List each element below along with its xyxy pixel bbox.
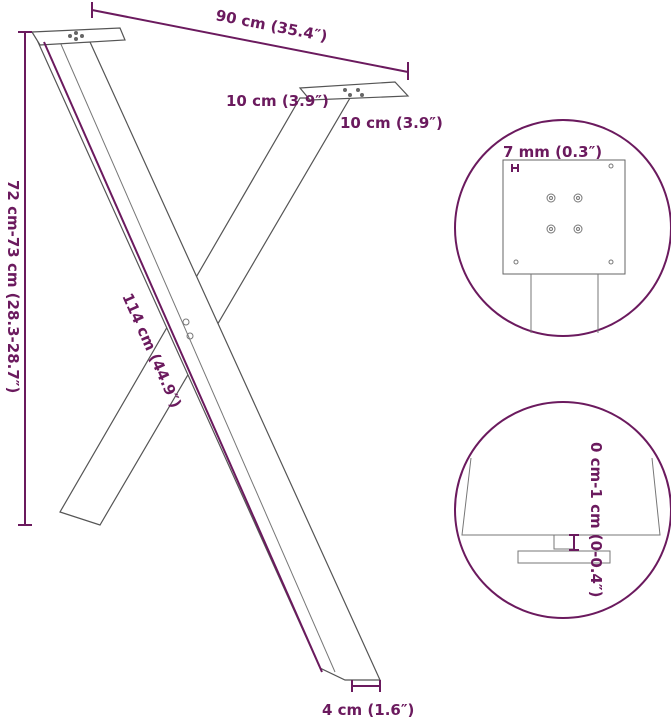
width-label: 90 cm (35.4″)	[214, 6, 329, 45]
leveler-detail: 0 cm-1 cm (0-0.4″)	[454, 401, 671, 619]
height-label: 72 cm-73 cm (28.3-28.7″)	[4, 180, 22, 393]
bolt-hole	[182, 318, 190, 326]
plate-holes	[68, 31, 364, 97]
bolt-hole	[186, 332, 194, 340]
dimension-lines	[18, 2, 409, 692]
plate-detail: 7 mm (0.3″)	[454, 119, 671, 337]
leg-edge	[59, 41, 336, 673]
plate-thickness-label: 7 mm (0.3″)	[503, 143, 602, 161]
foot-width-label: 4 cm (1.6″)	[322, 701, 414, 719]
top-plate-right	[298, 81, 410, 101]
leveler-range-label: 0 cm-1 cm (0-0.4″)	[587, 442, 605, 597]
leg-front	[37, 41, 381, 681]
top-plate-left	[30, 27, 126, 46]
plate-width-label: 10 cm (3.9″)	[226, 92, 329, 110]
plate-depth-label: 10 cm (3.9″)	[340, 114, 443, 132]
